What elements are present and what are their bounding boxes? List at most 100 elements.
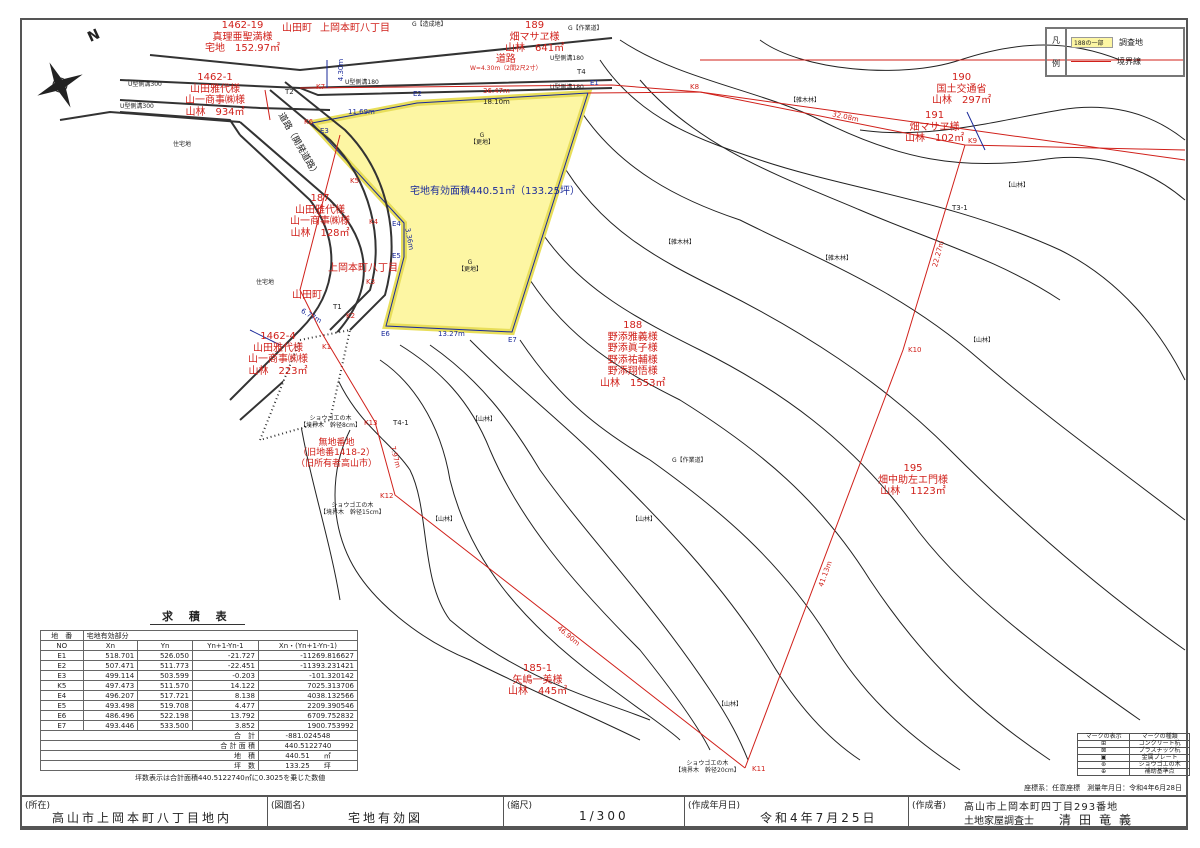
table-cell: E1: [40, 650, 84, 661]
landuse-zouseichi: G【造成地】: [412, 21, 447, 28]
scale-cell: (縮尺)1/300: [504, 797, 685, 826]
table-cell: E3: [40, 670, 84, 681]
table-cell: 517.721: [137, 690, 193, 701]
landuse-jutakuchi: 住宅地: [173, 141, 192, 148]
point-E6: E6: [381, 330, 390, 338]
point-K10: K10: [908, 346, 922, 354]
landuse-zoukibayashi: 【雑木林】: [822, 255, 853, 262]
point-E2: E2: [413, 90, 422, 98]
table-cell: 3.852: [191, 720, 259, 731]
table-cell: 518.701: [82, 650, 139, 661]
gutter-label: U型側溝180: [345, 79, 379, 86]
table-cell: 6709.752832: [257, 710, 359, 721]
table-cell: E2: [40, 660, 84, 671]
sum-value: -881.024548: [257, 730, 359, 741]
boundary-tree: ショウゴエの木【境界木 幹径20cm】: [675, 760, 740, 774]
point-K6: K6: [304, 118, 314, 126]
table-cell: 14.122: [191, 680, 259, 691]
landuse-sanrin: 【山林】: [970, 337, 995, 344]
survey-boundary: [311, 92, 589, 333]
landuse-sanrin: 【山林】: [472, 416, 497, 423]
table-cell: 2209.390546: [257, 700, 359, 711]
boundary-tree: ショウゴエの木【境界木 幹径8cm】: [300, 415, 361, 429]
dimension-lines: [249, 60, 986, 346]
chiban-value: 宅地有効部分: [82, 630, 359, 641]
landuse-sanrin: 【山林】: [632, 516, 657, 523]
date: 令和4年7月25日: [760, 811, 878, 825]
north-arrow: [37, 62, 83, 108]
chiseki-label: 地 積: [40, 750, 259, 761]
table-cell: 496.207: [82, 690, 139, 701]
point-T1: T1: [333, 303, 342, 311]
town-kamioka-2: 上岡本町八丁目: [328, 263, 398, 274]
column-header: Yn+1-Yn-1: [191, 640, 259, 651]
landuse-sagyoudou: G【作業道】: [672, 457, 707, 464]
column-header: Xn: [82, 640, 139, 651]
mark-row: ⊕補助基準点: [1076, 768, 1190, 776]
landuse-jutakuchi: 住宅地: [256, 279, 275, 286]
gutter-label: U型側溝180: [550, 55, 584, 62]
tsubo-label: 坪 数: [40, 760, 259, 771]
table-cell: -21.727: [191, 650, 259, 661]
author-cell: (作成者) 高山市上岡本町四丁目293番地 土地家屋調査士 清田竜義: [909, 797, 1186, 827]
table-cell: 511.773: [137, 660, 193, 671]
point-E3: E3: [320, 127, 329, 135]
table-cell: 7025.313706: [257, 680, 359, 691]
column-header: NO: [40, 640, 84, 651]
point-E1: E1: [590, 79, 599, 87]
point-T4: T4: [577, 68, 586, 76]
boundary-line-swatch: [1071, 61, 1111, 62]
landuse-sanrin: 【山林】: [432, 516, 457, 523]
gutter-label: U型側溝300: [120, 103, 154, 110]
town-yamada-2: 山田町: [292, 290, 322, 301]
legend-title-char: 凡: [1052, 36, 1060, 45]
author-title: 土地家屋調査士: [964, 816, 1034, 827]
point-K8: K8: [690, 83, 700, 91]
table-cell: -22.451: [191, 660, 259, 671]
total-area-label: 合 計 面 積: [40, 740, 259, 751]
mark-legend: マークの表示マークの種類 ⊞コンクリート杭⊠プラスチック杭▣金属プレート⊛ショウ…: [1076, 733, 1190, 776]
point-K3: K3: [366, 278, 376, 286]
point-K12: K12: [380, 492, 394, 500]
point-K13: K13: [364, 419, 378, 427]
table-cell: -11269.816627: [257, 650, 359, 661]
boundary-tree: ショウゴエの木【境界木 幹径15cm】: [320, 502, 385, 516]
landuse-zoukibayashi: 【雑木林】: [790, 97, 821, 104]
author-name: 清田竜義: [1059, 813, 1140, 827]
table-cell: E4: [40, 690, 84, 701]
contour-lines: [299, 39, 1186, 771]
point-K9: K9: [968, 137, 978, 145]
gutter-label: U型側溝180: [550, 84, 584, 91]
sum-label: 合 計: [40, 730, 259, 741]
coordinate-note: 座標系：任意座標 測量年月日：令和4年6月28日: [1024, 784, 1182, 792]
point-T2: T2: [285, 88, 294, 96]
table-cell: 519.708: [137, 700, 193, 711]
table-cell: 8.138: [191, 690, 259, 701]
distance-label: 4.30m: [337, 58, 346, 82]
table-header: NO Xn Yn Yn+1-Yn-1 Xn・(Yn+1-Yn-1): [40, 640, 359, 651]
chiseki-value: 440.51 ㎡: [257, 750, 359, 761]
survey-area: [306, 89, 593, 336]
point-K7: K7: [316, 83, 326, 91]
table-cell: K5: [40, 680, 84, 691]
table-cell: 4.477: [191, 700, 259, 711]
table-cell: 4038.132566: [257, 690, 359, 701]
table-cell: E5: [40, 700, 84, 711]
town-yamada: 山田町: [282, 23, 312, 34]
table-cell: E7: [40, 720, 84, 731]
distance-label: 36.47m: [483, 87, 510, 95]
point-K4: K4: [369, 218, 379, 226]
legend: 凡例 188の一部調査地 境界線: [1045, 27, 1185, 77]
table-cell: 486.496: [82, 710, 139, 721]
effective-area-label: 宅地有効面積440.51㎡（133.25坪）: [410, 186, 580, 197]
location-cell: (所在)高山市上岡本町八丁目地内: [22, 797, 268, 826]
